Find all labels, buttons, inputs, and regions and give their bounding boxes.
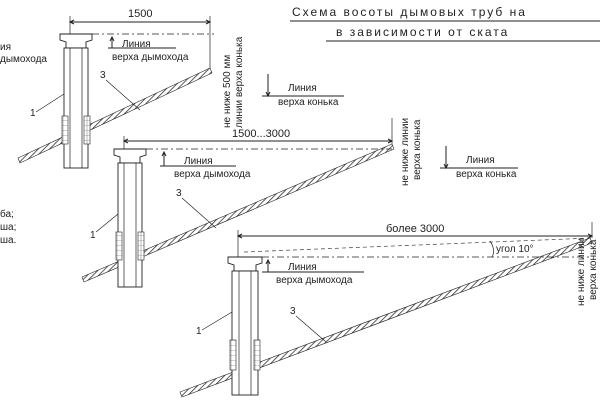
roof-slope-3 [179, 237, 593, 398]
angle-label: угол 10° [496, 244, 534, 255]
chimney-3 [227, 256, 263, 396]
title-block: Схема восоты дымовых труб на в зависимос… [290, 5, 600, 42]
left-partial-labels: ия дымохода ба; ша; ша. [0, 42, 47, 246]
callout-3-scheme-1: 3 [100, 70, 106, 81]
height-note-1-line-1: не ниже 500 мм [222, 55, 233, 128]
ridge-label-2-line-2: верха конька [456, 169, 517, 180]
chimney-1 [59, 33, 93, 169]
height-note-3-line-2: верха конька [588, 239, 599, 300]
callout-1-scheme-1: 1 [30, 108, 36, 119]
chimney-label-1-line-2: верха дымохода [112, 52, 189, 63]
roof-slope-2 [81, 143, 395, 283]
ridge-label-2-line-1: Линия [466, 155, 495, 166]
chimney-label-3-line-2: верха дымохода [276, 275, 353, 286]
legend-fragment-2: ша; [0, 222, 16, 233]
title-line-2: в зависимости от ската [336, 25, 509, 39]
left-partial-line-1: ия [0, 42, 11, 53]
scheme-1: 1500 Линия верха дымохода не ниже 500 мм… [17, 8, 344, 169]
chimney-label-3-line-1: Линия [288, 262, 317, 273]
callout-3-scheme-3: 3 [290, 306, 296, 317]
callout-3-scheme-2: 3 [176, 188, 182, 199]
dimension-more-3000: более 3000 [386, 223, 444, 235]
chimney-label-1-line-1: Линия [122, 39, 151, 50]
title-line-1: Схема восоты дымовых труб на [292, 5, 527, 19]
ridge-label-1-line-2: верха конька [278, 97, 339, 108]
dimension-1500-3000: 1500...3000 [232, 128, 290, 140]
legend-fragment-3: ша. [0, 235, 16, 246]
dimension-1500: 1500 [128, 8, 152, 20]
height-note-2-line-1: не ниже линии [400, 118, 411, 186]
chimney-label-2-line-2: верха дымохода [174, 169, 251, 180]
height-note-1-line-2: линии верха конька [234, 36, 245, 128]
callout-1-scheme-3: 1 [196, 326, 202, 337]
height-note-2-line-2: верха конька [412, 119, 423, 180]
ten-degree-line [243, 237, 593, 253]
legend-fragment-1: ба; [0, 208, 14, 220]
scheme-3: более 3000 угол 10° Линия верха дымохода… [179, 222, 599, 398]
ridge-label-1-line-1: Линия [288, 83, 317, 94]
scheme-2: 1500...3000 Линия верха дымохода не ниже… [81, 118, 518, 288]
height-note-3-line-1: не ниже линии [576, 238, 587, 306]
angle-arc [489, 240, 494, 258]
left-partial-line-2: дымохода [0, 54, 47, 65]
chimney-label-2-line-1: Линия [184, 156, 213, 167]
chimney-2 [113, 148, 147, 288]
callout-1-scheme-2: 1 [90, 230, 96, 241]
